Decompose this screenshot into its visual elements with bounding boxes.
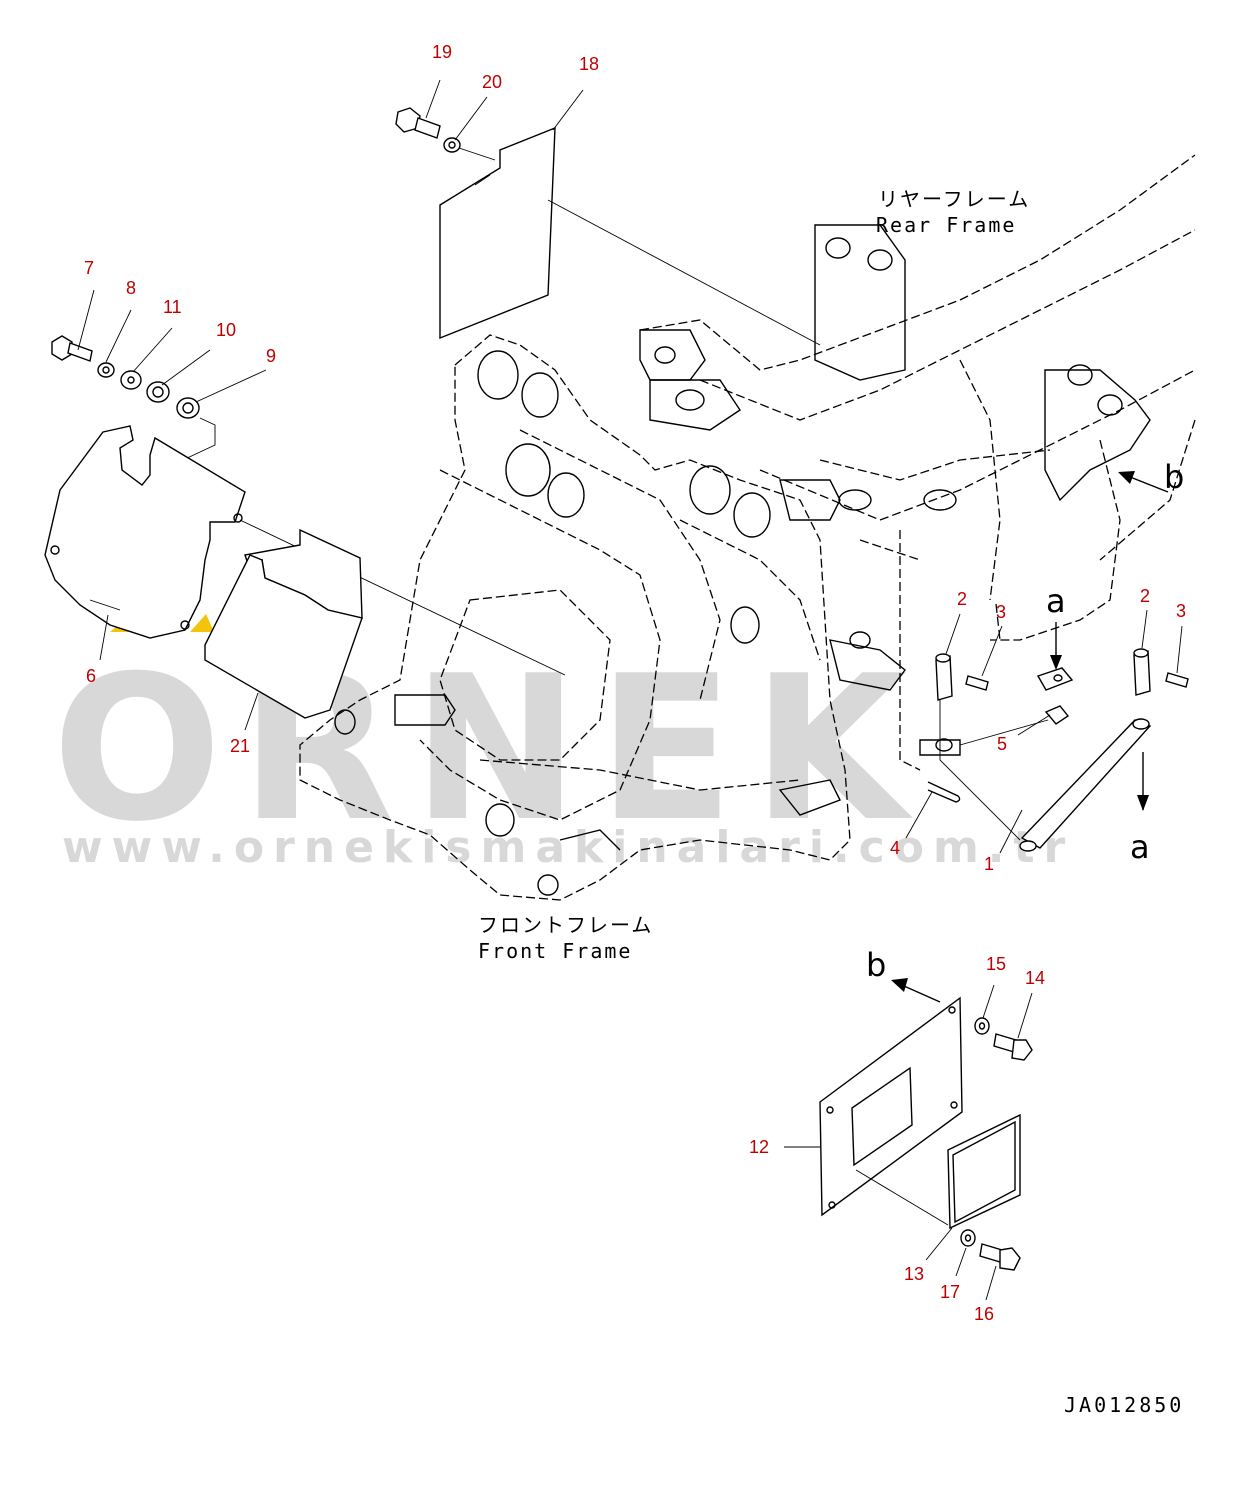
- front-frame-label-jp: フロントフレーム: [478, 913, 653, 937]
- callout-11[interactable]: 11: [163, 297, 182, 317]
- view-arrows: a a b b: [866, 458, 1184, 1003]
- part-12-plate: [819, 996, 963, 1217]
- spacer-10-icon: [146, 381, 170, 403]
- callout-21[interactable]: 21: [230, 736, 250, 756]
- watermark-url: www.ornekismakinalari.com.tr: [62, 822, 1074, 873]
- washer-17-icon: [960, 1229, 976, 1247]
- callouts: 19 20 18 7 8 11 10 9 6 21 2 3 2 3 5 4 1 …: [84, 42, 1186, 1324]
- callout-3-right[interactable]: 3: [1176, 601, 1186, 621]
- washer-20-icon: [443, 137, 461, 153]
- callout-2-left[interactable]: 2: [957, 589, 967, 609]
- callout-5[interactable]: 5: [997, 734, 1007, 754]
- washer-8-icon: [97, 362, 115, 378]
- watermark: ORNEK www.ornekismakinalari.com.tr: [52, 608, 1074, 873]
- view-a-label: a: [1130, 828, 1150, 866]
- view-a-arrow-icon: [1137, 795, 1149, 811]
- bolt-3-left-icon: [965, 675, 989, 691]
- front-frame: [299, 334, 851, 901]
- leader-lines: [77, 79, 1183, 1301]
- view-b-assembly: [819, 996, 1033, 1271]
- watermark-accent-icon: [190, 614, 214, 632]
- washer-15-icon: [974, 1017, 990, 1035]
- part-21-guard: [204, 528, 363, 719]
- plate-5-icon: [1036, 667, 1074, 725]
- rear-frame: [639, 154, 1196, 771]
- view-a-label: a: [1046, 582, 1066, 620]
- callout-12[interactable]: 12: [749, 1137, 769, 1157]
- hardware-stack: [51, 335, 216, 490]
- callout-13[interactable]: 13: [904, 1264, 924, 1284]
- callout-3-left[interactable]: 3: [996, 602, 1006, 622]
- link-assembly: [927, 603, 1189, 852]
- callout-20[interactable]: 20: [482, 72, 502, 92]
- callout-6[interactable]: 6: [86, 666, 96, 686]
- frame-labels: リヤーフレーム Rear Frame フロントフレーム Front Frame: [478, 187, 1030, 963]
- front-frame-label-en: Front Frame: [478, 939, 632, 963]
- watermark-logo: ORNEK: [52, 633, 925, 866]
- callout-14[interactable]: 14: [1025, 968, 1045, 988]
- ring-9-icon: [176, 397, 200, 419]
- bolt-19-icon: [395, 107, 441, 139]
- bolt-3-right-icon: [1165, 672, 1189, 688]
- part-18-plate: [439, 126, 821, 346]
- pin-2-left-icon: [935, 653, 953, 701]
- callout-18[interactable]: 18: [579, 54, 599, 74]
- callout-8[interactable]: 8: [126, 278, 136, 298]
- view-a-arrow-icon: [1050, 655, 1062, 670]
- drawing-number: JA012850: [1064, 1393, 1184, 1417]
- view-b-arrow-icon: [1118, 471, 1135, 484]
- bolt-7-icon: [51, 335, 93, 362]
- bolt-16-icon: [979, 1243, 1021, 1271]
- callout-10[interactable]: 10: [216, 320, 236, 340]
- part-13-cover: [947, 1113, 1021, 1230]
- callout-9[interactable]: 9: [266, 346, 276, 366]
- callout-17[interactable]: 17: [940, 1282, 960, 1302]
- callout-7[interactable]: 7: [84, 258, 94, 278]
- link-bar-1-icon: [1019, 718, 1152, 852]
- callout-16[interactable]: 16: [974, 1304, 994, 1324]
- bolt-14-icon: [993, 1033, 1033, 1061]
- view-b-label: b: [1164, 458, 1184, 496]
- callout-1[interactable]: 1: [984, 854, 994, 874]
- view-b-label: b: [866, 946, 886, 984]
- callout-19[interactable]: 19: [432, 42, 452, 62]
- cotter-pin-4-icon: [927, 781, 961, 803]
- rear-frame-label-en: Rear Frame: [876, 213, 1016, 237]
- washer-11-icon: [120, 370, 142, 390]
- callout-4[interactable]: 4: [890, 838, 900, 858]
- view-b-arrow-icon: [891, 978, 908, 992]
- rear-frame-label-jp: リヤーフレーム: [878, 187, 1030, 211]
- callout-2-right[interactable]: 2: [1140, 586, 1150, 606]
- pin-2-right-icon: [1133, 648, 1151, 696]
- callout-15[interactable]: 15: [986, 954, 1006, 974]
